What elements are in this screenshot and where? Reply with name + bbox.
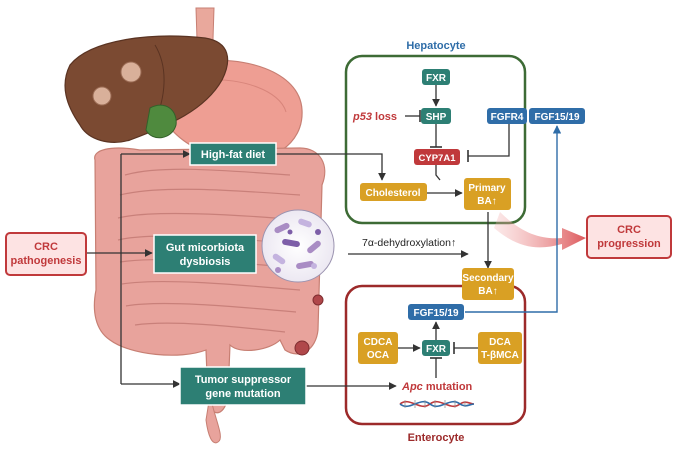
gallbladder-icon: [145, 104, 177, 139]
p53-loss-label: p53 loss: [352, 111, 397, 123]
svg-text:CRC: CRC: [617, 224, 641, 236]
fgf-top-node: FGF15/19: [529, 108, 585, 124]
microbiota-icon: [261, 209, 335, 283]
high-fat-diet-node: High-fat diet: [189, 142, 277, 166]
hepatocyte-label: Hepatocyte: [406, 40, 465, 52]
anatomy-illustration: [64, 7, 326, 444]
secondary-ba-node: Secondary BA↑: [462, 268, 514, 300]
dca-tbmca-node: DCA T-βMCA: [478, 332, 522, 364]
svg-text:p53 loss: p53 loss: [352, 111, 397, 123]
svg-text:CYP7A1: CYP7A1: [419, 153, 457, 164]
svg-text:gene mutation: gene mutation: [205, 388, 280, 400]
crc-progression-node: CRC progression: [586, 215, 672, 259]
fgfr4-node: FGFR4: [487, 108, 527, 124]
cdca-oca-node: CDCA OCA: [358, 332, 398, 364]
liver-tumor-icon: [92, 86, 112, 106]
enterocyte-connectors: [398, 321, 478, 378]
svg-text:FGF15/19: FGF15/19: [413, 308, 458, 319]
dehydroxylation-label: 7α-dehydroxylation↑: [362, 237, 456, 249]
svg-text:DCA: DCA: [489, 337, 511, 348]
svg-text:FXR: FXR: [426, 344, 447, 355]
colon-tumor-icon: [294, 340, 310, 356]
fgf-enterocyte-node: FGF15/19: [408, 304, 464, 320]
svg-text:CDCA: CDCA: [364, 337, 393, 348]
rectum-icon: [205, 394, 221, 444]
svg-text:Apc mutation: Apc mutation: [401, 381, 473, 393]
dna-icon: [399, 400, 475, 408]
svg-text:FGF15/19: FGF15/19: [534, 112, 579, 123]
cyp7a1-to-primary-line: [435, 165, 441, 181]
fgfr4-inhibits-cyp7a1: [468, 124, 510, 157]
crc-progression-arrow: [494, 212, 586, 250]
svg-text:T-βMCA: T-βMCA: [481, 350, 519, 361]
svg-text:Gut micorbiota: Gut micorbiota: [166, 242, 245, 254]
svg-text:BA↑: BA↑: [478, 286, 497, 297]
svg-text:SHP: SHP: [426, 112, 447, 123]
left-connectors: [86, 150, 469, 390]
svg-text:CRC: CRC: [34, 241, 58, 253]
shp-node: SHP: [421, 108, 451, 124]
hfd-to-cholesterol-line: [276, 153, 386, 181]
hepatocyte-connectors: [405, 85, 510, 269]
cholesterol-node: Cholesterol: [360, 183, 427, 201]
svg-text:OCA: OCA: [367, 350, 389, 361]
fxr-hepatocyte-node: FXR: [422, 69, 450, 85]
crc-pathogenesis-node: CRC pathogenesis: [5, 232, 87, 276]
svg-text:Cholesterol: Cholesterol: [365, 188, 420, 199]
svg-text:FGFR4: FGFR4: [491, 112, 524, 123]
svg-text:High-fat diet: High-fat diet: [201, 149, 265, 161]
gut-dysbiosis-node: Gut micorbiota dysbiosis: [153, 234, 257, 274]
fgf-ent-to-fgf-top-line: [465, 125, 562, 313]
cyp7a1-node: CYP7A1: [414, 149, 460, 165]
svg-text:dysbiosis: dysbiosis: [180, 256, 231, 268]
apc-mutation-label: Apc mutation: [401, 381, 473, 393]
enterocyte-label: Enterocyte: [408, 432, 465, 444]
tumor-suppressor-node: Tumor suppressor gene mutation: [179, 366, 307, 406]
svg-text:progression: progression: [597, 238, 661, 250]
svg-text:pathogenesis: pathogenesis: [11, 255, 82, 267]
fxr-enterocyte-node: FXR: [422, 340, 450, 356]
svg-text:Secondary: Secondary: [462, 273, 514, 284]
svg-text:Primary: Primary: [468, 183, 506, 194]
colon-tumor-icon: [312, 294, 324, 306]
svg-text:BA↑: BA↑: [477, 196, 496, 207]
liver-tumor-icon: [120, 61, 142, 83]
liver-icon: [64, 35, 229, 143]
svg-text:FXR: FXR: [426, 73, 447, 84]
primary-ba-node: Primary BA↑: [464, 178, 511, 210]
svg-text:Tumor suppressor: Tumor suppressor: [195, 374, 292, 386]
